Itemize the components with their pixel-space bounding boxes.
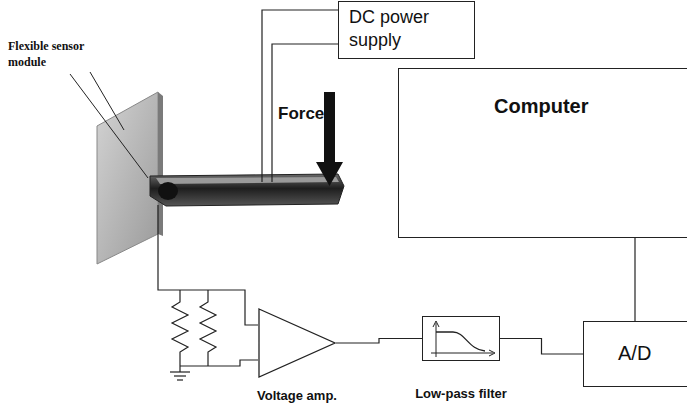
- ground-symbol: [174, 375, 186, 376]
- sensor-label: Flexible sensor module: [8, 38, 102, 70]
- amplifier-triangle: Voltage amp.: [258, 308, 336, 378]
- resistor-symbol: [200, 290, 216, 366]
- filter-symbol: [423, 317, 501, 362]
- force-arrow-head: [316, 162, 343, 186]
- node-text: A/D: [618, 342, 651, 365]
- power-supply-box: DC power supply: [338, 1, 475, 59]
- signal-wire: [634, 238, 635, 321]
- wire: [179, 366, 180, 372]
- signal-wire: [500, 339, 583, 355]
- ground-symbol: [177, 379, 183, 380]
- leader-line: [90, 72, 124, 130]
- ground-symbol: [170, 371, 190, 372]
- signal-wire: [336, 339, 422, 344]
- wire: [180, 360, 258, 366]
- clamp-wall: [97, 92, 158, 264]
- node-text: DC power supply: [339, 2, 474, 55]
- amplifier-outline: [259, 309, 335, 377]
- clamp-edge: [158, 92, 163, 236]
- cantilever-beam: [150, 174, 344, 206]
- node-text: Low-pass filter: [415, 386, 507, 401]
- resistor-symbol: [172, 290, 188, 366]
- computer-box: Computer: [398, 68, 687, 238]
- wire: [262, 10, 338, 182]
- wire: [272, 44, 338, 182]
- sensor-spot: [158, 182, 178, 200]
- node-text: Voltage amp.: [257, 388, 337, 403]
- beam-highlight: [156, 177, 339, 184]
- converter-box: A/D: [583, 321, 687, 387]
- force-arrow-shaft: [324, 92, 335, 164]
- filter-box: Low-pass filter: [422, 316, 500, 361]
- amplifier-symbol: [258, 308, 336, 378]
- leader-line: [70, 74, 148, 178]
- node-text: Computer: [494, 95, 588, 118]
- force-label: Force: [278, 104, 324, 124]
